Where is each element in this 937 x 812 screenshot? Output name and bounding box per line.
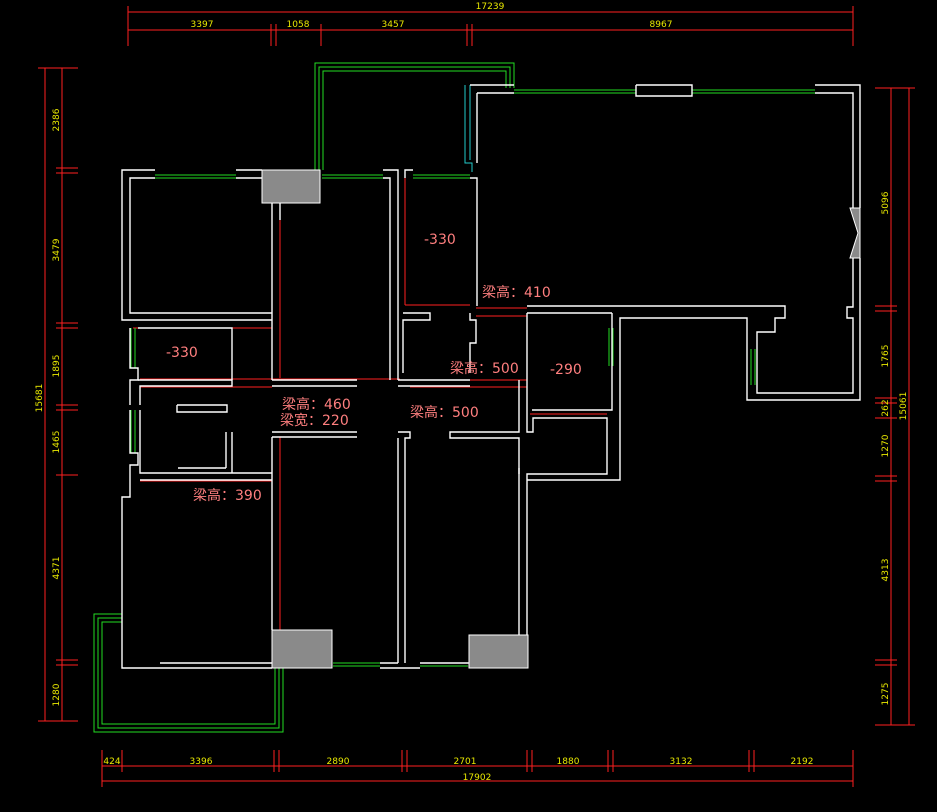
- walls: [121, 84, 861, 669]
- label-floor-330-left: -330: [166, 345, 198, 361]
- label-beam-410: 梁高：410: [482, 284, 551, 301]
- dim-top-3: 3457: [382, 20, 405, 30]
- dim-top-1: 3397: [191, 20, 214, 30]
- label-floor-290: -290: [550, 362, 582, 378]
- label-beam-390: 梁高：390: [193, 487, 262, 504]
- dim-left-3: 1895: [52, 355, 62, 378]
- dim-right-4: 1270: [881, 434, 891, 457]
- dim-bottom-2: 3396: [190, 757, 213, 767]
- dim-bottom-5: 1880: [557, 757, 580, 767]
- cyan-window-frame: [464, 85, 473, 172]
- dim-left-2: 3479: [52, 238, 62, 261]
- dim-top-total: 17239: [476, 2, 505, 12]
- dim-bottom-6: 3132: [670, 757, 693, 767]
- dim-top-2: 1058: [287, 20, 310, 30]
- dim-bottom-3: 2890: [327, 757, 350, 767]
- dim-right-total: 15061: [899, 392, 909, 421]
- dim-right-2: 1765: [881, 345, 891, 368]
- dim-left-total: 15681: [35, 384, 45, 413]
- dim-bottom-4: 2701: [454, 757, 477, 767]
- dim-bottom-total: 17902: [463, 773, 492, 783]
- dim-left-5: 4371: [52, 557, 62, 580]
- dim-bottom-1: 424: [103, 757, 120, 767]
- column-bottom-right: [468, 634, 529, 669]
- column-right-wedge: [849, 207, 861, 259]
- dim-bottom-7: 2192: [791, 757, 814, 767]
- dim-right-6: 1275: [881, 683, 891, 706]
- label-floor-330-right: -330: [424, 232, 456, 248]
- window-lines: [93, 62, 815, 733]
- dim-right-1: 5096: [881, 191, 891, 214]
- dimension-lines: [38, 6, 915, 787]
- dim-right-3: 262: [881, 399, 891, 416]
- dimension-text: 17239 3397 1058 3457 8967 424 3396 2890 …: [35, 2, 909, 783]
- column-top: [261, 169, 321, 204]
- dim-left-1: 2386: [52, 108, 62, 131]
- dim-left-6: 1280: [52, 683, 62, 706]
- column-bottom-left: [271, 629, 333, 669]
- dim-top-4: 8967: [650, 20, 673, 30]
- dim-right-5: 4313: [881, 559, 891, 582]
- label-beam-500-b: 梁高：500: [410, 404, 479, 421]
- label-beam-460: 梁高：460: [282, 396, 351, 413]
- dim-left-4: 1465: [52, 431, 62, 454]
- label-beam-500-a: 梁高：500: [450, 360, 519, 377]
- annotations: -330 梁高：410 -330 梁高：500 -290 梁高：460 梁高：5…: [166, 232, 582, 504]
- label-beam-width-220: 梁宽：220: [280, 412, 349, 429]
